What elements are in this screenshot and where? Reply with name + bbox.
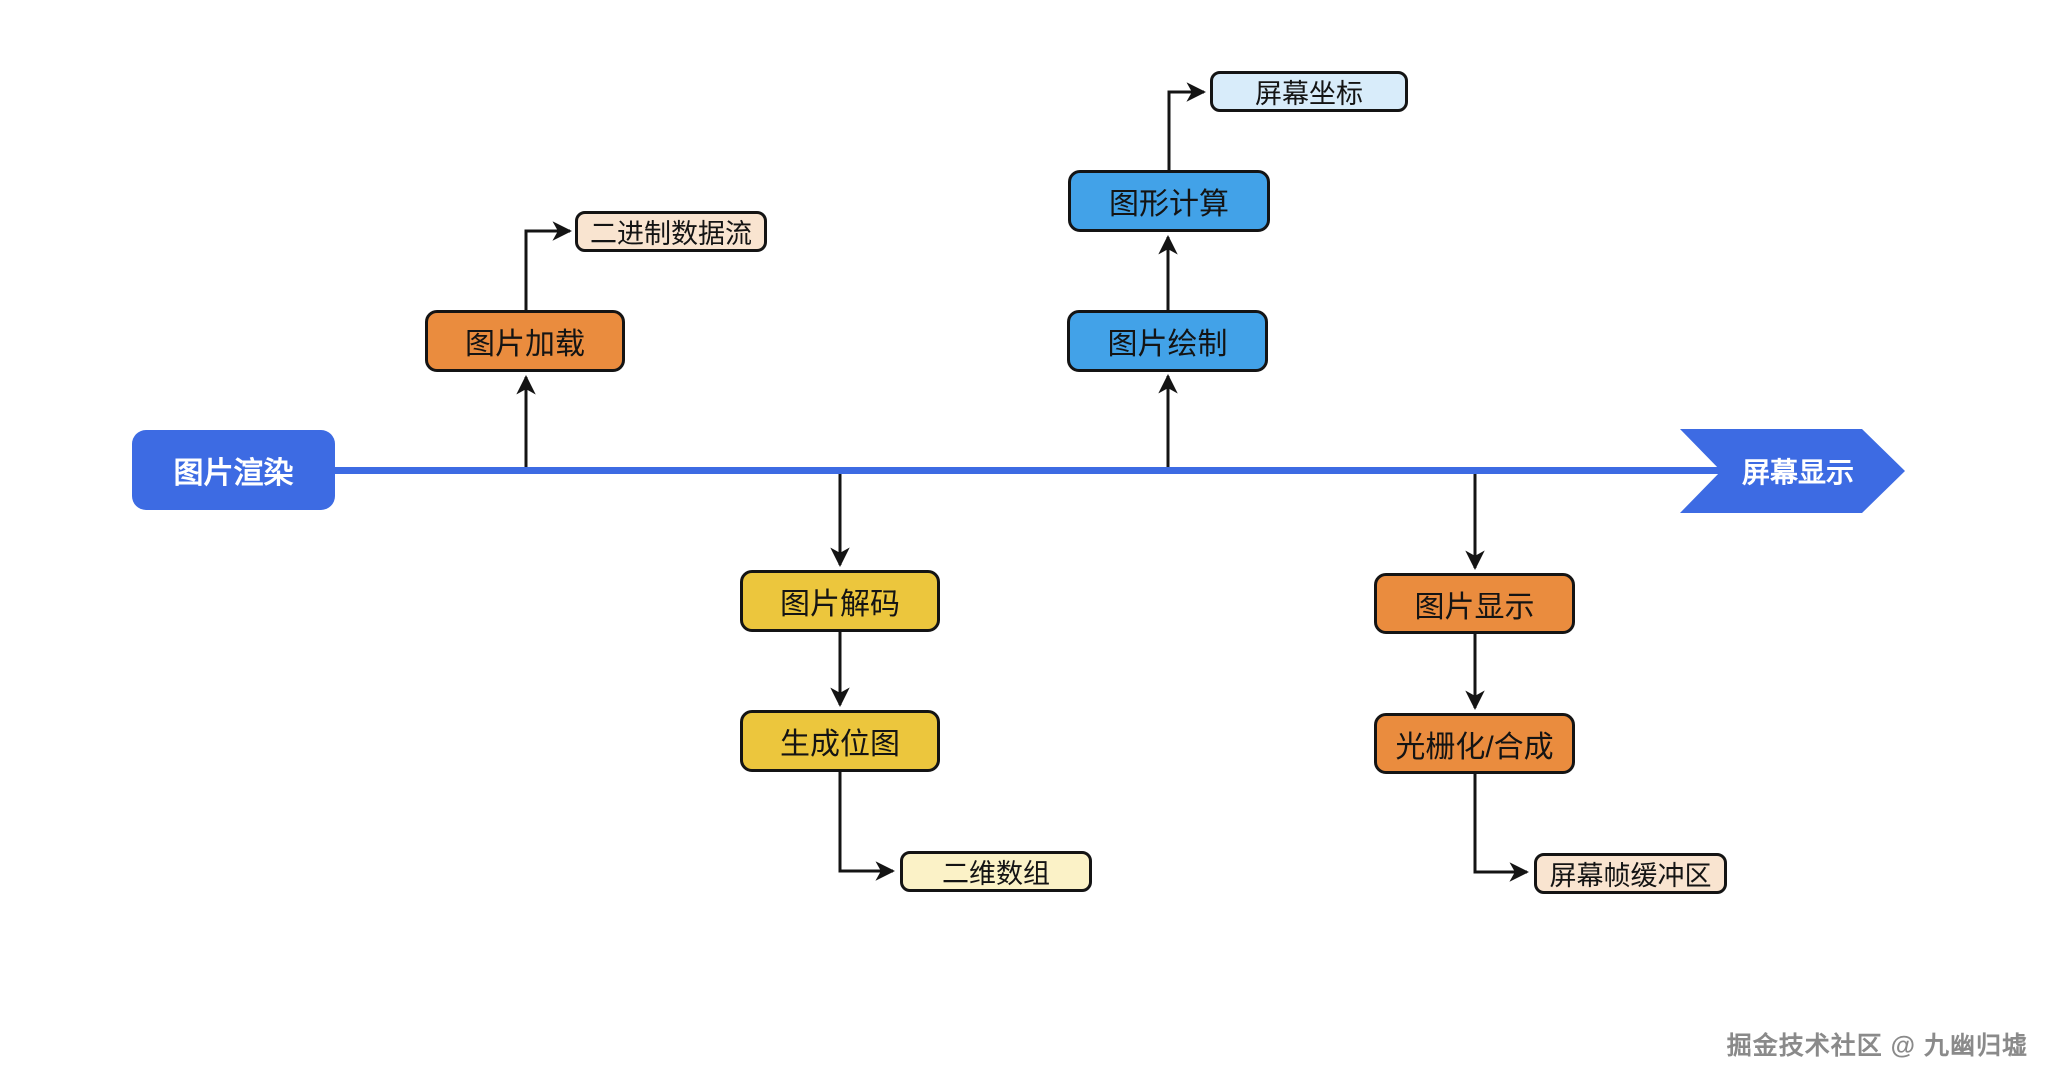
connector-rasterize-to-framebuffer (1473, 774, 1529, 882)
end-arrow-shape (1680, 429, 1905, 513)
watermark-text: 掘金技术社区 @ 九幽归墟 (1726, 1032, 2028, 1060)
node-image-load: 图片加载 (425, 310, 625, 372)
node-binary-data-stream: 二进制数据流 (575, 211, 767, 252)
node-screen-display: 屏幕显示 (1741, 457, 1854, 488)
connector-load-to-binary-stream (524, 221, 572, 310)
node-screen-coordinates: 屏幕坐标 (1210, 71, 1408, 112)
node-image-display: 图片显示 (1374, 573, 1575, 634)
node-generate-bitmap: 生成位图 (740, 710, 940, 772)
node-graphics-compute: 图形计算 (1068, 170, 1270, 232)
connector-bitmap-to-2d-array (838, 772, 895, 881)
node-2d-array: 二维数组 (900, 851, 1092, 892)
node-rasterize-composite: 光栅化/合成 (1374, 713, 1575, 774)
node-image-render: 图片渲染 (132, 430, 335, 510)
node-image-draw: 图片绘制 (1067, 310, 1268, 372)
connector-compute-to-screen-coords (1167, 82, 1206, 170)
node-screen-framebuffer: 屏幕帧缓冲区 (1534, 853, 1727, 894)
node-image-decode: 图片解码 (740, 570, 940, 632)
